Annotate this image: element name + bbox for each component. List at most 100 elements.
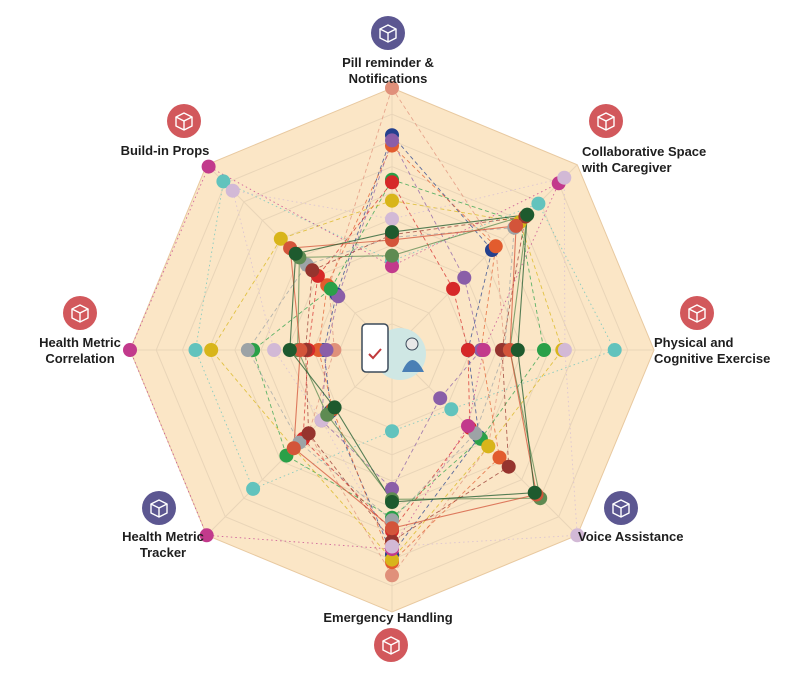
data-point [288,246,303,261]
data-point [385,248,399,263]
elderly-user-icon [405,337,419,351]
box-icon-body [612,504,630,518]
axis-icons [63,16,714,662]
data-point [476,343,491,357]
axis-label-line: Collaborative Space [582,144,706,159]
data-point [444,402,459,417]
data-point [286,441,301,456]
data-point [557,343,572,357]
box-icon [374,628,408,662]
axis-labels: Pill reminder &NotificationsCollaborativ… [39,55,770,625]
data-point [385,225,399,240]
data-point [385,521,399,536]
data-point [385,175,399,190]
grid-spoke [391,164,578,351]
data-point [385,481,399,496]
data-point [305,263,320,278]
data-point [273,231,288,246]
box-icon-body [688,309,706,323]
axis-label-line: Health Metric [39,335,121,350]
box-icon [371,16,405,50]
data-point [488,239,503,254]
box-icon [63,296,97,330]
data-point [537,343,551,357]
data-point [385,552,399,567]
data-point [385,81,399,95]
data-point [201,159,216,174]
data-point [301,426,316,441]
axis-label-line: Physical and [654,335,734,350]
data-point [204,343,219,357]
elderly-user-body-icon [402,360,424,372]
axis-label-line: Correlation [45,351,114,366]
data-point [570,528,585,543]
center-illustration [361,323,426,380]
series-points [123,81,622,583]
data-point [293,343,308,357]
box-icon [142,491,176,525]
axis-label: Pill reminder &Notifications [342,55,434,86]
box-icon [680,296,714,330]
data-point [531,196,546,211]
data-point [457,270,472,285]
axis-label: Build-in Props [121,143,210,158]
series-line [323,134,493,556]
axis-label-line: Cognitive Exercise [654,351,770,366]
box-icon [167,104,201,138]
box-icon [604,491,638,525]
data-point [461,343,475,357]
data-point [319,343,334,357]
data-point [481,439,496,454]
data-point [385,133,399,148]
data-point [557,170,572,185]
data-point [199,528,214,543]
box-icon-body [71,309,89,323]
data-point [510,343,525,357]
data-point [607,343,622,357]
box-icon-body [175,117,193,131]
data-point [527,485,542,500]
axis-label-line: Pill reminder & [342,55,434,70]
axis-label-line: Build-in Props [121,143,210,158]
data-point [385,212,399,226]
box-icon-body [597,117,615,131]
data-point [385,193,399,208]
box-icon [589,104,623,138]
phone-icon [361,323,389,373]
data-point [327,400,342,415]
data-point [501,459,516,474]
data-point [433,391,448,406]
data-point [323,281,338,296]
data-point [385,539,399,554]
series-line [247,227,515,521]
data-point [385,495,399,509]
data-point [461,419,475,433]
axis-label: Emergency Handling [323,610,452,625]
axis-label-line: with Caregiver [581,160,672,175]
data-point [188,343,203,357]
data-point [385,568,399,583]
axis-label-line: Voice Assistance [578,529,684,544]
box-icon-body [150,504,168,518]
axis-label-line: Health Metric [122,529,204,544]
data-point [123,343,137,357]
axis-label-line: Emergency Handling [323,610,452,625]
data-point [520,207,535,222]
axis-label: Voice Assistance [578,529,684,544]
data-point [240,343,255,357]
data-point [509,218,524,233]
data-point [492,450,507,465]
box-icon-body [382,641,400,655]
box-icon-body [379,29,397,43]
data-point [267,343,282,357]
data-point [282,343,297,357]
data-point [385,424,399,439]
data-point [385,259,399,274]
axis-label-line: Tracker [140,545,186,560]
data-point [216,174,231,189]
